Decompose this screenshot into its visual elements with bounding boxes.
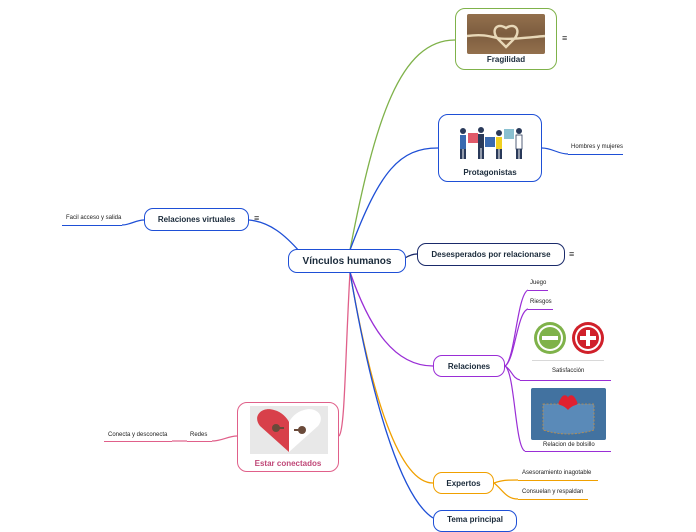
- leaf-riesgos[interactable]: Riesgos: [530, 299, 552, 305]
- leaf-underline: [187, 441, 212, 442]
- leaf-hombres-mujeres[interactable]: Hombres y mujeres: [571, 144, 624, 150]
- leaf-satisfaccion[interactable]: Satisfacción: [552, 368, 585, 374]
- leaf-underline: [525, 451, 611, 452]
- branch-desesperados: [404, 253, 418, 259]
- leaf-underline: [568, 154, 623, 155]
- heart-connection-image: [250, 406, 328, 454]
- leaf-link-asesoramiento: [493, 479, 519, 484]
- topic-relaciones-virtuales-label: Relaciones virtuales: [157, 215, 236, 224]
- leaf-link-consuelan: [493, 482, 519, 500]
- central-topic-label: Vínculos humanos: [302, 255, 392, 267]
- leaf-conecta-desconecta[interactable]: Conecta y desconecta: [108, 432, 168, 438]
- topic-protagonistas-label: Protagonistas: [463, 168, 517, 177]
- leaf-underline: [104, 441, 172, 442]
- leaf-underline: [62, 225, 122, 226]
- notes-icon[interactable]: ≡: [562, 33, 568, 43]
- leaf-underline: [528, 309, 553, 310]
- topic-estar-conectados[interactable]: Estar conectados: [237, 402, 339, 472]
- notes-icon[interactable]: ≡: [254, 213, 260, 223]
- leaf-asesoramiento[interactable]: Asesoramiento inagotable: [522, 470, 592, 476]
- notes-icon[interactable]: ≡: [569, 249, 575, 259]
- leaf-facil-acceso[interactable]: Facil acceso y salida: [66, 215, 122, 221]
- pocket-heart-image: [531, 388, 606, 440]
- leaf-link-riesgos: [504, 308, 529, 367]
- topic-protagonistas[interactable]: Protagonistas: [438, 114, 542, 182]
- topic-fragilidad[interactable]: Fragilidad: [455, 8, 557, 70]
- leaf-underline: [528, 290, 548, 291]
- minus-plus-image: [530, 318, 606, 364]
- central-topic[interactable]: Vínculos humanos: [288, 249, 406, 273]
- topic-relaciones-virtuales[interactable]: Relaciones virtuales: [144, 208, 249, 231]
- leaf-redes[interactable]: Redes: [190, 432, 208, 438]
- topic-relaciones-label: Relaciones: [447, 361, 491, 371]
- leaf-link-relaciones-virtuales: [121, 219, 145, 226]
- connector-lines: [121, 39, 569, 519]
- topic-desesperados-label: Desesperados por relacionarse: [431, 250, 551, 259]
- branch-fragilidad: [349, 39, 456, 251]
- people-puzzle-image: [460, 127, 523, 159]
- leaf-underline: [520, 380, 611, 381]
- branch-relaciones: [349, 271, 434, 367]
- branch-tema-principal: [349, 271, 434, 519]
- leaf-underline: [518, 499, 588, 500]
- leaf-consuelan[interactable]: Consuelan y respaldan: [522, 489, 584, 495]
- topic-fragilidad-label: Fragilidad: [486, 55, 526, 64]
- leaf-underline: [518, 480, 598, 481]
- topic-expertos[interactable]: Expertos: [433, 472, 494, 494]
- rope-heart-image: [467, 14, 545, 54]
- branch-estar-conectados: [338, 271, 351, 437]
- leaf-juego[interactable]: Juego: [530, 280, 547, 286]
- leaf-link-juego: [504, 289, 529, 367]
- leaf-link-relacion-bolsillo: [504, 365, 526, 452]
- topic-expertos-label: Expertos: [446, 478, 481, 488]
- topic-tema-principal[interactable]: Tema principal: [433, 510, 517, 532]
- topic-relaciones[interactable]: Relaciones: [433, 355, 505, 377]
- topic-desesperados[interactable]: Desesperados por relacionarse: [417, 243, 565, 266]
- branch-relaciones-virtuales: [248, 219, 301, 253]
- leaf-relacion-bolsillo[interactable]: Relacion de bolsillo: [543, 442, 595, 448]
- topic-estar-conectados-label: Estar conectados: [254, 459, 322, 468]
- branch-protagonistas: [349, 147, 439, 251]
- leaf-link-redes: [211, 435, 238, 442]
- leaf-link-protagonistas: [541, 147, 569, 155]
